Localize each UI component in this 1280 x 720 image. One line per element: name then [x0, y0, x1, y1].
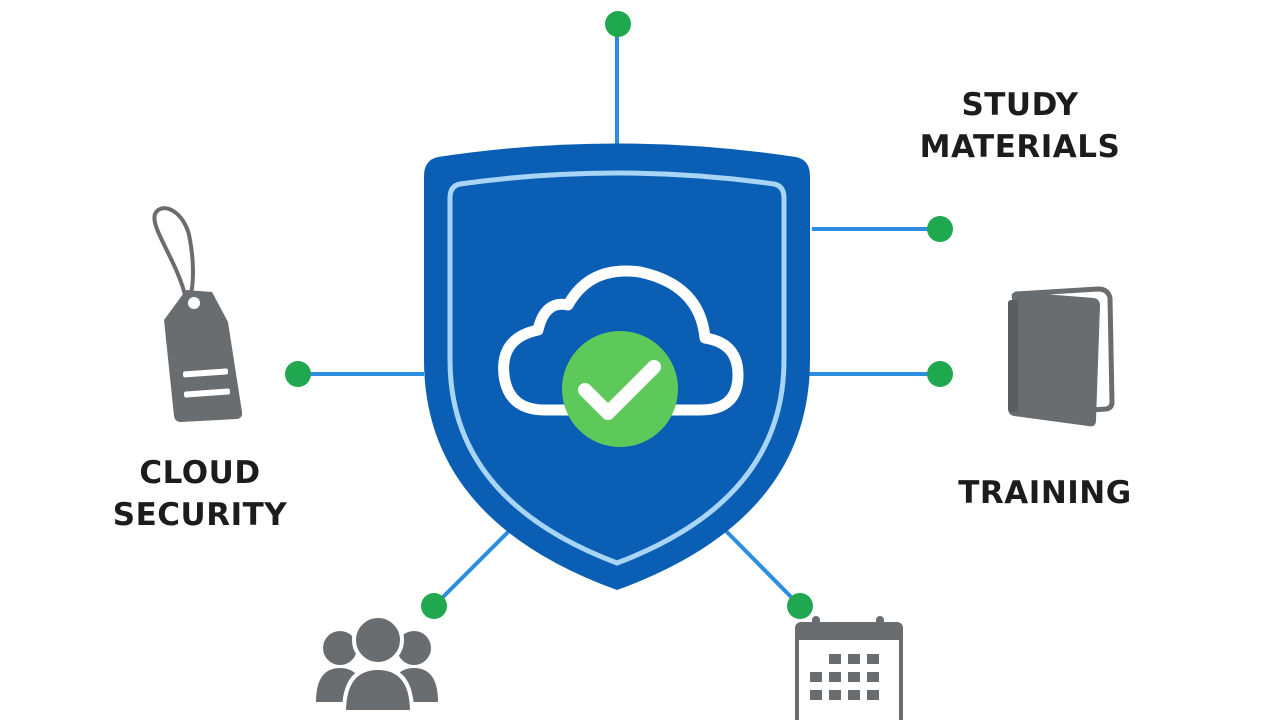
connector-bottom-right [723, 528, 802, 608]
tag-string [152, 206, 195, 301]
training-text: TRAINING [958, 475, 1132, 511]
node-left [285, 361, 311, 387]
node-right-lower [927, 361, 953, 387]
shield-inner-outline [447, 170, 787, 566]
tag-body [164, 290, 243, 422]
user-left-head [323, 631, 357, 665]
connectors [298, 24, 940, 608]
check-icon [578, 360, 661, 420]
shield-cloud-check-icon [424, 143, 810, 590]
node-bottom-left [421, 593, 447, 619]
node-right-upper [927, 216, 953, 242]
tag-line-2 [183, 388, 231, 398]
user-center-body [341, 665, 415, 714]
calendar-ring-left [812, 616, 820, 634]
cloud-security-line-2: SECURITY [112, 497, 288, 533]
calendar-day-grid [810, 654, 879, 700]
training-label: TRAINING [935, 472, 1155, 514]
study-materials-label: STUDY MATERIALS [900, 84, 1140, 168]
tag-icon [152, 206, 243, 422]
users-group-icon [316, 614, 438, 714]
connector-bottom-left [432, 528, 512, 608]
node-top [605, 11, 631, 37]
study-materials-line-2: MATERIALS [919, 129, 1121, 165]
user-center-head [352, 614, 404, 666]
book-icon [1008, 286, 1115, 427]
calendar-icon [795, 616, 903, 720]
study-materials-line-1: STUDY [961, 87, 1079, 123]
cloud-security-label: CLOUD SECURITY [80, 452, 320, 536]
book-cover [1008, 292, 1100, 427]
user-right-head [397, 631, 431, 665]
calendar-header [797, 624, 901, 640]
tag-line-1 [182, 368, 229, 378]
cloud-security-line-1: CLOUD [139, 455, 261, 491]
calendar-ring-right [876, 616, 884, 634]
check-badge [562, 331, 678, 447]
connector-nodes [285, 11, 953, 619]
book-spine [1008, 300, 1018, 412]
cloud-icon [498, 265, 744, 416]
tag-hole [188, 297, 200, 309]
node-bottom-right [787, 593, 813, 619]
